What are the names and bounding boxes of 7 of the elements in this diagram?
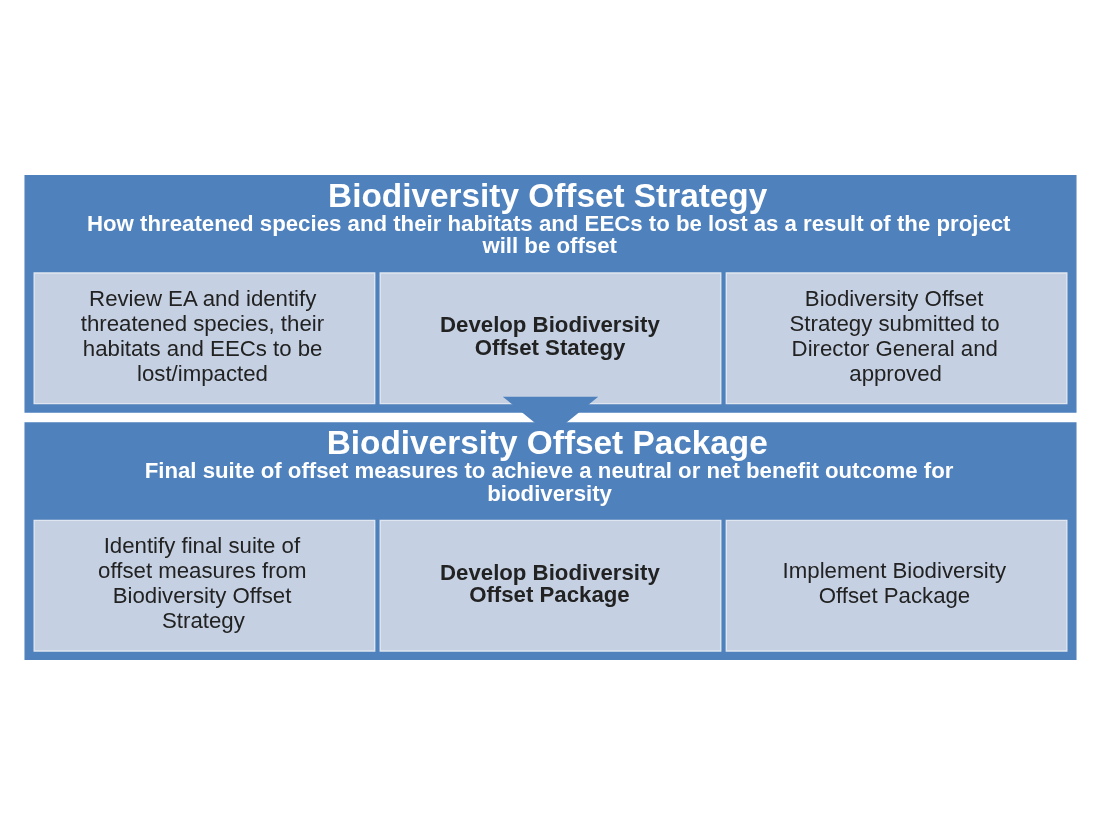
node-box: Develop Biodiversity Offset Stategy xyxy=(379,271,722,404)
node-box: Implement Biodiversity Offset Package xyxy=(725,519,1068,652)
node-box: Biodiversity Offset Strategy submitted to Director General and approved xyxy=(725,271,1068,404)
arrow xyxy=(502,396,599,436)
node-box: Review EA and identify threatened species, their habitats and EECs to be lost/impacted xyxy=(33,271,376,404)
node-box: Develop Biodiversity Offset Package xyxy=(379,519,722,652)
node-box: Identify final suite of offset measures from Biodiversity Offset Strategy xyxy=(33,519,376,652)
